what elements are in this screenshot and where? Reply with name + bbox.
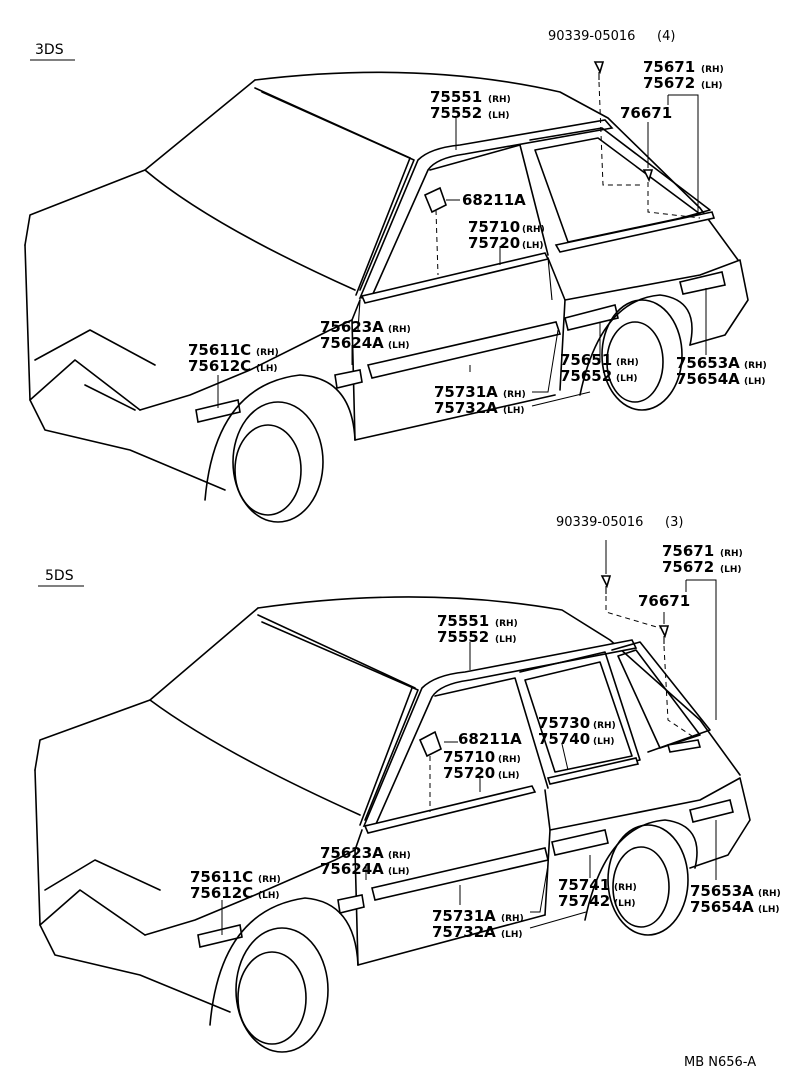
part-75720: 75720 — [443, 764, 495, 782]
section-label-5ds: 5DS — [45, 568, 74, 584]
part-75672: 75672 — [643, 74, 695, 92]
part-75652: 75652 — [560, 367, 612, 385]
suffix-rh: (RH) — [503, 390, 526, 400]
suffix-lh: (LH) — [256, 364, 278, 374]
section-label-3ds: 3DS — [35, 42, 64, 58]
part-75552: 75552 — [430, 104, 482, 122]
part-75731a: 75731A — [432, 907, 496, 925]
leader-lines-5ds — [221, 540, 717, 935]
part-75551: 75551 — [430, 88, 482, 106]
diagram-reference: MB N656-A — [684, 1055, 756, 1070]
suffix-lh: (LH) — [388, 867, 410, 877]
suffix-lh: (LH) — [388, 341, 410, 351]
suffix-rh: (RH) — [488, 95, 511, 105]
suffix-rh: (RH) — [256, 348, 279, 358]
clip-quantity: (4) — [657, 29, 675, 44]
suffix-rh: (RH) — [498, 755, 521, 765]
suffix-lh: (LH) — [720, 565, 742, 575]
part-75731a: 75731A — [434, 383, 498, 401]
part-75623a: 75623A — [320, 318, 384, 336]
part-75671: 75671 — [643, 58, 695, 76]
part-75651: 75651 — [560, 351, 612, 369]
suffix-rh: (RH) — [614, 883, 637, 893]
part-75612c: 75612C — [188, 357, 251, 375]
suffix-rh: (RH) — [701, 65, 724, 75]
suffix-rh: (RH) — [720, 549, 743, 559]
leader-lines-3ds — [217, 81, 707, 408]
part-75551: 75551 — [437, 612, 489, 630]
suffix-lh: (LH) — [616, 374, 638, 384]
labels-5ds: 5DS 90339-05016 (3) 75671 (RH) 75672 (LH… — [38, 515, 781, 1070]
suffix-rh: (RH) — [744, 361, 767, 371]
clip-part-number: 90339-05016 — [548, 29, 635, 44]
part-75624a: 75624A — [320, 334, 384, 352]
part-68211a: 68211A — [462, 191, 526, 209]
part-75740: 75740 — [538, 730, 590, 748]
car-3ds-drawing — [24, 61, 749, 523]
part-75623a: 75623A — [320, 844, 384, 862]
suffix-lh: (LH) — [498, 771, 520, 781]
suffix-lh: (LH) — [503, 406, 525, 416]
suffix-rh: (RH) — [758, 889, 781, 899]
part-75611c: 75611C — [190, 868, 253, 886]
part-75552: 75552 — [437, 628, 489, 646]
suffix-lh: (LH) — [258, 891, 280, 901]
part-75653a: 75653A — [690, 882, 754, 900]
part-75672: 75672 — [662, 558, 714, 576]
suffix-rh: (RH) — [388, 325, 411, 335]
suffix-lh: (LH) — [614, 899, 636, 909]
clip-quantity: (3) — [665, 515, 683, 530]
part-75732a: 75732A — [434, 399, 498, 417]
suffix-lh: (LH) — [593, 737, 615, 747]
suffix-lh: (LH) — [522, 241, 544, 251]
part-75654a: 75654A — [676, 370, 740, 388]
suffix-lh: (LH) — [495, 635, 517, 645]
part-75654a: 75654A — [690, 898, 754, 916]
suffix-lh: (LH) — [501, 930, 523, 940]
part-75653a: 75653A — [676, 354, 740, 372]
car-5ds-drawing — [34, 575, 751, 1053]
part-75612c: 75612C — [190, 884, 253, 902]
part-75742: 75742 — [558, 892, 610, 910]
part-75730: 75730 — [538, 714, 590, 732]
part-75611c: 75611C — [188, 341, 251, 359]
suffix-rh: (RH) — [258, 875, 281, 885]
part-68211a: 68211A — [458, 730, 522, 748]
suffix-lh: (LH) — [758, 905, 780, 915]
part-75710: 75710 — [468, 218, 520, 236]
part-75624a: 75624A — [320, 860, 384, 878]
part-76671: 76671 — [620, 104, 672, 122]
clip-part-number: 90339-05016 — [556, 515, 643, 530]
part-75741: 75741 — [558, 876, 610, 894]
part-75720: 75720 — [468, 234, 520, 252]
suffix-lh: (LH) — [744, 377, 766, 387]
suffix-rh: (RH) — [522, 225, 545, 235]
suffix-rh: (RH) — [495, 619, 518, 629]
suffix-rh: (RH) — [388, 851, 411, 861]
suffix-lh: (LH) — [488, 111, 510, 121]
part-75710: 75710 — [443, 748, 495, 766]
part-75671: 75671 — [662, 542, 714, 560]
part-76671: 76671 — [638, 592, 690, 610]
suffix-rh: (RH) — [593, 721, 616, 731]
suffix-rh: (RH) — [616, 358, 639, 368]
suffix-lh: (LH) — [701, 81, 723, 91]
labels-3ds: 3DS 90339-05016 (4) 75671 (RH) 75672 (LH… — [30, 29, 767, 417]
part-75732a: 75732A — [432, 923, 496, 941]
suffix-rh: (RH) — [501, 914, 524, 924]
